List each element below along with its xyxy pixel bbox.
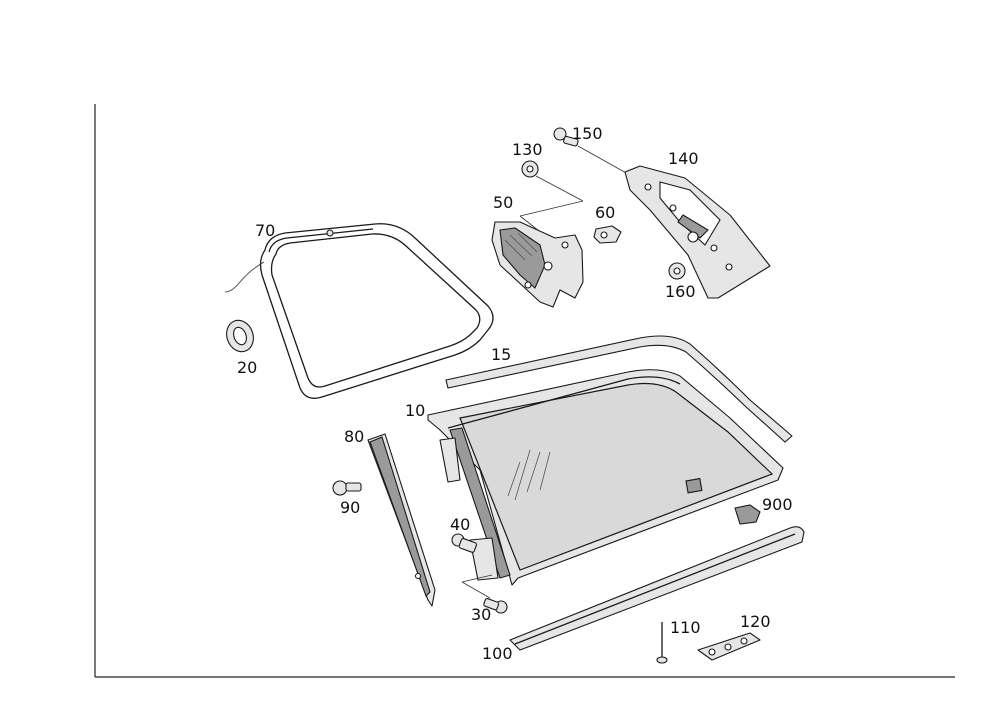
part-20-grommet [226, 319, 254, 353]
part-140-trim-panel [624, 165, 771, 299]
callout-labels: 150 130 140 50 60 70 160 15 20 10 80 900… [237, 124, 793, 663]
callout-120: 120 [740, 612, 771, 631]
part-120-clip-strip [697, 632, 761, 661]
callout-130: 130 [512, 140, 543, 159]
callout-90: 90 [340, 498, 360, 517]
part-15-molding-strip [445, 335, 793, 443]
callout-100: 100 [482, 644, 513, 663]
callout-110: 110 [670, 618, 701, 637]
part-50-bracket-assembly [491, 221, 584, 308]
part-110-bolt [656, 622, 668, 664]
callout-60: 60 [595, 203, 615, 222]
callout-150: 150 [572, 124, 603, 143]
callout-15: 15 [491, 345, 511, 364]
callout-140: 140 [668, 149, 699, 168]
part-160-nut [668, 262, 686, 280]
callout-900: 900 [762, 495, 793, 514]
callout-70: 70 [255, 221, 275, 240]
part-900-sticker [734, 504, 761, 525]
part-150-screw [553, 127, 629, 175]
part-130-nut [521, 160, 584, 202]
callout-20: 20 [237, 358, 257, 377]
callout-160: 160 [665, 282, 696, 301]
callout-80: 80 [344, 427, 364, 446]
part-90-screw [332, 480, 362, 496]
callout-10: 10 [405, 401, 425, 420]
part-40-stud [451, 533, 478, 553]
part-100-lower-molding [509, 526, 805, 651]
callout-50: 50 [493, 193, 513, 212]
part-30-screw [461, 574, 508, 614]
part-10-window-glass [427, 369, 784, 586]
callout-40: 40 [450, 515, 470, 534]
part-80-pillar-trim [367, 433, 436, 607]
diagram-frame [94, 104, 955, 678]
callout-30: 30 [471, 605, 491, 624]
part-70-window-seal [224, 223, 494, 399]
part-60-clip [593, 225, 622, 244]
